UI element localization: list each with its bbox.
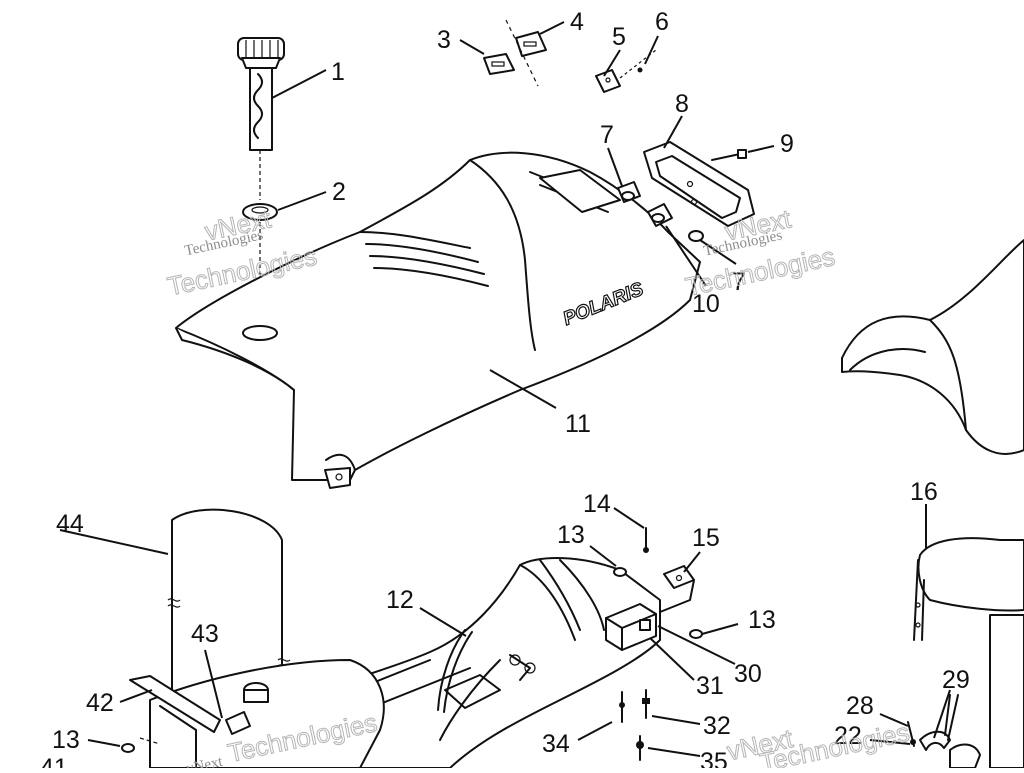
callout-34: 34: [542, 730, 570, 758]
callout-28: 28: [846, 692, 874, 720]
callout-22: 22: [834, 722, 862, 750]
callout-7-upper: 7: [600, 121, 614, 149]
grommet-part: [242, 203, 278, 320]
seat-part: POLARIS: [175, 151, 701, 489]
callout-5: 5: [612, 23, 626, 51]
callout-13-left: 13: [52, 726, 80, 754]
callout-9: 9: [780, 130, 794, 158]
callout-7-lower: 7: [732, 268, 746, 296]
callout-10: 10: [692, 290, 720, 318]
callout-12: 12: [386, 586, 414, 614]
backrest-part: [913, 537, 1024, 769]
bumper-part-10: [647, 203, 673, 227]
callout-3: 3: [437, 26, 451, 54]
callout-13-top: 13: [557, 521, 585, 549]
callout-15: 15: [692, 524, 720, 552]
watermark-right-top: Technologies vNext Technologies: [682, 203, 838, 303]
screw-part-9: [711, 149, 747, 161]
watermark-right-bottom: vNext Technologies: [724, 716, 913, 773]
callout-32: 32: [703, 712, 731, 740]
callout-29: 29: [942, 666, 970, 694]
callout-8: 8: [675, 90, 689, 118]
fuel-tank-part: [121, 659, 385, 769]
callout-44: 44: [56, 510, 84, 538]
callout-4: 4: [570, 8, 584, 36]
fuel-cap-part: [237, 37, 285, 200]
callout-35: 35: [700, 748, 728, 768]
bumper-part-7b: [688, 230, 704, 242]
callout-43: 43: [191, 620, 219, 648]
bracket-part-15: [659, 565, 695, 613]
cable-part-12: [437, 629, 473, 713]
bracket-part-29: [919, 694, 981, 769]
callout-14: 14: [583, 490, 611, 518]
plate-part-4: [505, 19, 547, 87]
callout-2: 2: [332, 178, 346, 206]
taillight-frame-part: [643, 141, 755, 227]
plate-part-5: [595, 69, 621, 93]
callout-31: 31: [696, 672, 724, 700]
bumper-part-7: [617, 181, 641, 203]
callout-16: 16: [910, 478, 938, 506]
plate-part-3: [483, 53, 515, 75]
leader-lines: [59, 21, 951, 757]
right-cover-fragment: [841, 239, 1024, 455]
callout-1: 1: [331, 58, 345, 86]
screw-part-28: [907, 721, 916, 747]
callout-6: 6: [655, 8, 669, 36]
callout-41: 41: [40, 754, 68, 768]
callout-labels: 1 2 3 4 5 6 7 7 8 9 10 11 12 13 13 13 14…: [40, 8, 970, 773]
callout-11: 11: [565, 410, 591, 438]
callout-13-right: 13: [748, 606, 776, 634]
switch-assembly-part: [605, 603, 657, 651]
callout-30: 30: [734, 660, 762, 688]
callout-42: 42: [86, 689, 114, 717]
